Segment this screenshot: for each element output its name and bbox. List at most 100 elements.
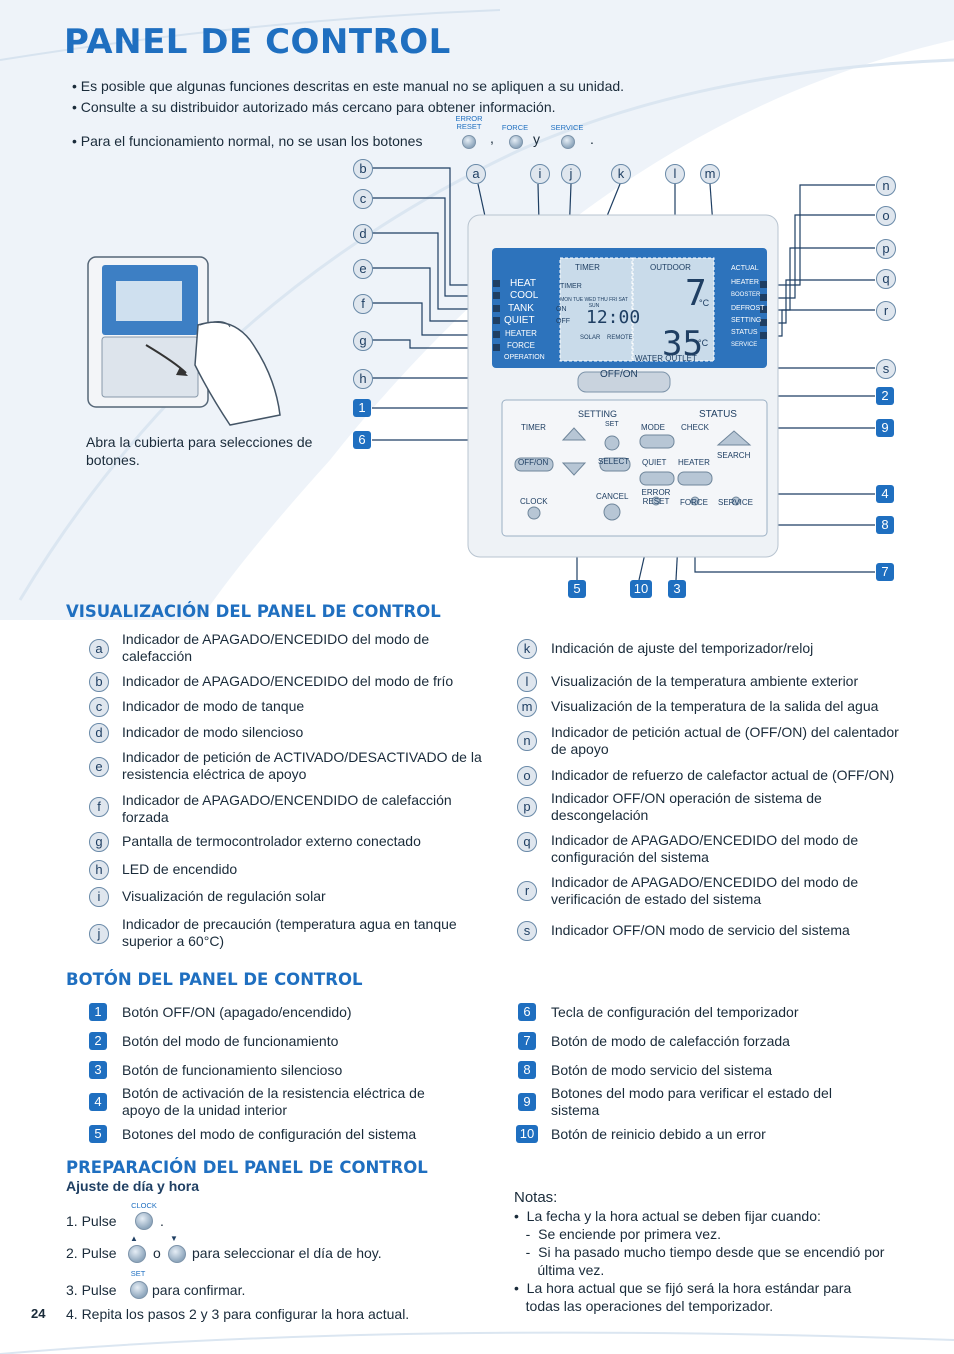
display-item-g: Pantalla de termocontrolador externo con…	[122, 833, 421, 849]
prep-section-heading: PREPARACIÓN DEL PANEL DE CONTROL	[66, 1158, 428, 1177]
display-item-h: LED de encendido	[122, 861, 238, 877]
comma: ,	[490, 130, 494, 146]
callout-2: 2	[876, 387, 894, 405]
display-key-o: o	[517, 766, 537, 786]
prep-step-2-o: o	[153, 1245, 161, 1261]
display-key-n: n	[517, 731, 537, 751]
lcd-service: SERVICE	[731, 342, 758, 348]
lcd-booster: BOOSTER	[731, 292, 761, 298]
notes-line-5: • La hora actual que se fijó será la hor…	[514, 1280, 852, 1296]
button-key-1: 1	[89, 1003, 107, 1021]
lcd-remote: REMOTE	[607, 335, 633, 341]
display-item-r: Indicador de APAGADO/ENCEDIDO del modo d…	[551, 874, 859, 907]
callout-i: i	[530, 164, 550, 184]
btn-status-label: STATUS	[699, 409, 737, 420]
callout-a: a	[466, 164, 486, 184]
bullet-3: • Para el funcionamiento normal, no se u…	[72, 133, 423, 149]
button-key-7: 7	[518, 1032, 536, 1050]
button-key-6: 6	[518, 1003, 536, 1021]
btn-mode-label: MODE	[641, 423, 665, 432]
y-word: y	[533, 131, 540, 147]
display-item-d: Indicador de modo silencioso	[122, 724, 304, 740]
lcd-force: FORCE	[507, 341, 535, 350]
btn-clock-label: CLOCK	[520, 497, 548, 506]
period: .	[590, 131, 594, 147]
callout-4: 4	[876, 485, 894, 503]
display-item-e: Indicador de petición de ACTIVADO/DESACT…	[122, 749, 482, 782]
button-item-1: Botón OFF/ON (apagado/encendido)	[122, 1004, 352, 1020]
bullet-1: • Es posible que algunas funciones descr…	[72, 78, 625, 94]
lcd-on: ON	[556, 306, 567, 313]
open-cover-caption: Abra la cubierta para selecciones de bot…	[86, 434, 313, 468]
display-key-h: h	[89, 860, 109, 880]
display-item-a: Indicador de APAGADO/ENCEDIDO del modo d…	[122, 631, 430, 664]
control-panel-diagram: 12:00 7 35	[372, 167, 875, 581]
lcd-tank: TANK	[508, 303, 534, 314]
callout-k: k	[611, 164, 631, 184]
prep-step-2-end: para seleccionar el día de hoy.	[192, 1245, 382, 1261]
button-item-8: Botón de modo servicio del sistema	[551, 1062, 772, 1078]
display-section-heading: VISUALIZACIÓN DEL PANEL DE CONTROL	[66, 602, 441, 621]
btn-quiet-label: QUIET	[642, 458, 667, 467]
error-reset-mini-label: ERROR RESET	[455, 114, 483, 131]
prep-step-1: 1. Pulse	[66, 1213, 117, 1229]
btn-force-label: FORCE	[680, 498, 708, 507]
up-button-icon	[128, 1245, 146, 1263]
prep-step-4: 4. Repita los pasos 2 y 3 para configura…	[66, 1306, 410, 1322]
page-title: PANEL DE CONTROL	[64, 22, 451, 62]
callout-8: 8	[876, 516, 894, 534]
callout-j: j	[561, 164, 581, 184]
lcd-unit-water: °C	[698, 338, 709, 348]
display-item-s: Indicador OFF/ON modo de servicio del si…	[551, 922, 850, 938]
up-arrow-icon: ▲	[130, 1234, 138, 1243]
display-key-e: e	[89, 757, 109, 777]
force-mini-label: FORCE	[501, 123, 529, 132]
clock-button-icon	[135, 1212, 153, 1230]
notes-title: Notas:	[514, 1189, 558, 1206]
display-item-f: Indicador de APAGADO/ENCENDIDO de calefa…	[122, 792, 452, 825]
display-key-d: d	[89, 723, 109, 743]
btn-select-label: SELECT	[598, 457, 630, 466]
prep-step-2: 2. Pulse	[66, 1245, 117, 1261]
display-item-o: Indicador de refuerzo de calefactor actu…	[551, 767, 895, 783]
lcd-heat: HEAT	[510, 278, 536, 289]
prep-step-1-end: .	[160, 1213, 164, 1229]
callout-1: 1	[353, 399, 371, 417]
callout-f: f	[353, 294, 373, 314]
display-key-g: g	[89, 832, 109, 852]
lcd-setting: SETTING	[731, 317, 762, 324]
service-mini-button	[561, 135, 575, 149]
display-key-l: l	[517, 672, 537, 692]
display-item-n: Indicador de petición actual de (OFF/ON)…	[551, 724, 899, 757]
intro-bullets: • Es posible que algunas funciones descr…	[72, 76, 624, 152]
button-item-5: Botones del modo de configuración del si…	[122, 1126, 417, 1142]
display-item-i: Visualización de regulación solar	[122, 888, 326, 904]
display-key-f: f	[89, 797, 109, 817]
button-key-3: 3	[89, 1061, 107, 1079]
display-key-r: r	[517, 881, 537, 901]
display-key-i: i	[89, 887, 109, 907]
display-item-l: Visualización de la temperatura ambiente…	[551, 673, 859, 689]
callout-c: c	[353, 189, 373, 209]
button-item-9: Botones del modo para verificar el estad…	[551, 1085, 832, 1118]
display-item-k: Indicación de ajuste del temporizador/re…	[551, 640, 814, 656]
button-item-7: Botón de modo de calefacción forzada	[551, 1033, 790, 1049]
button-item-6: Tecla de configuración del temporizador	[551, 1004, 799, 1020]
callout-6: 6	[353, 431, 371, 449]
button-key-8: 8	[518, 1061, 536, 1079]
notes-line-6: todas las operaciones del temporizador.	[514, 1298, 774, 1314]
btn-error-reset-label: ERROR RESET	[641, 488, 671, 506]
display-item-c: Indicador de modo de tanque	[122, 698, 305, 714]
display-key-m: m	[517, 697, 537, 717]
display-key-k: k	[517, 639, 537, 659]
set-button-label: SET	[130, 1269, 146, 1278]
lcd-cool: COOL	[510, 290, 539, 301]
page-number: 24	[31, 1306, 46, 1321]
bullet-2: • Consulte a su distribuidor autorizado …	[72, 99, 556, 115]
callout-9: 9	[876, 419, 894, 437]
notes-line-3: - Si ha pasado mucho tiempo desde que se…	[514, 1244, 885, 1260]
callout-q: q	[876, 269, 896, 289]
clock-button-label: CLOCK	[131, 1201, 157, 1210]
callout-e: e	[353, 259, 373, 279]
